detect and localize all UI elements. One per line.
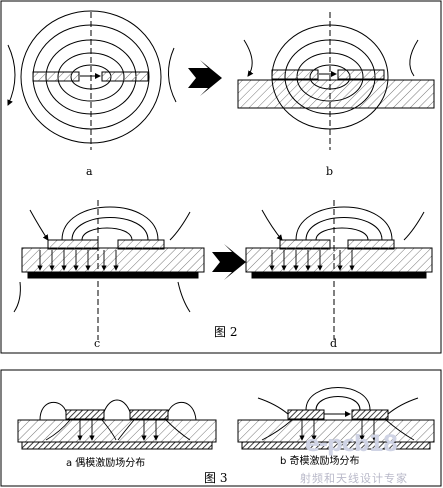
panel-b: [237, 12, 435, 150]
strip-d-left: [279, 239, 331, 250]
strip-b-left: [271, 69, 319, 80]
field-loop-a5: [20, 10, 162, 144]
figure3-caption-b: b 奇模激励场分布: [280, 456, 360, 467]
strip-c-left: [47, 239, 99, 250]
fringe-line-c-left: [29, 209, 49, 241]
fringe-line-a-left: [7, 44, 16, 106]
fringe-line-d-left: [261, 209, 283, 241]
fringe-line-b-left: [243, 39, 254, 77]
field-loop-3a-1: [39, 402, 67, 421]
field-lines-3a: [45, 419, 191, 441]
substrate-b: [237, 79, 435, 109]
strip-3a-left: [65, 409, 105, 420]
field-loop-c3: [81, 227, 133, 241]
fringe-line-c-right: [169, 211, 191, 241]
fringe-line-d-right: [403, 211, 425, 241]
watermark-text: 射频和天线设计专家: [300, 472, 408, 485]
fringe-line-a-right: [168, 47, 177, 103]
figure3-caption: 图 3: [204, 471, 228, 485]
strip-3a-right: [129, 409, 169, 420]
panel-a: [7, 10, 177, 150]
substrate-d: [245, 247, 433, 273]
strip-c-right: [117, 239, 165, 250]
field-loop-3a-3: [167, 402, 197, 421]
panel-d-label: d: [330, 337, 338, 350]
field-loop-d3: [315, 227, 369, 241]
field-loop-c1: [61, 206, 159, 241]
field-loop-c2: [71, 217, 149, 241]
watermark-logo: e-pcb18: [305, 432, 398, 457]
field-lines-3b: [261, 419, 415, 441]
ground-plane-c: [27, 271, 199, 279]
panel-b-label: b: [326, 165, 334, 178]
fringe-line-3b-right: [387, 397, 419, 415]
ground-plane-d: [251, 271, 427, 279]
strip-d-right: [347, 239, 395, 250]
right-arrow-icon: [188, 60, 222, 96]
panel-d: [245, 200, 433, 340]
field-loop-3b-2: [315, 396, 361, 411]
vertical-field-lines-c: [37, 250, 119, 271]
panel-a-label: a: [86, 165, 93, 178]
ground-plane-3a: [21, 441, 213, 450]
figure2-caption: 图 2: [214, 325, 238, 339]
strip-3b-right: [351, 409, 389, 420]
substrate-c: [21, 247, 205, 273]
fringe-line-c-bottom-left: [13, 281, 21, 313]
figure3-even-mode: [17, 399, 217, 450]
fringe-line-b-right: [409, 39, 419, 77]
figure3-frame: [0, 369, 442, 487]
fringe-line-3b-left: [257, 397, 289, 415]
field-loop-d2: [305, 217, 383, 241]
vertical-field-lines-d: [269, 250, 355, 271]
figure3-odd-mode: [237, 387, 435, 450]
right-arrow-icon: [212, 244, 246, 280]
strip-a-right: [101, 71, 149, 82]
field-loop-d1: [295, 206, 393, 241]
panel-c: [13, 200, 205, 340]
fringe-line-c-bottom-right: [177, 281, 191, 313]
figure3-caption-a: a 偶模激励场分布: [66, 458, 146, 469]
field-loop-3b-1: [305, 387, 371, 411]
figure2-frame: [0, 0, 442, 354]
strip-a-left: [32, 71, 80, 82]
field-loop-3a-2: [103, 399, 131, 413]
panel-c-label: c: [94, 337, 101, 350]
strip-b-right: [337, 69, 385, 80]
ground-plane-3b: [241, 441, 431, 450]
strip-3b-left: [287, 409, 325, 420]
